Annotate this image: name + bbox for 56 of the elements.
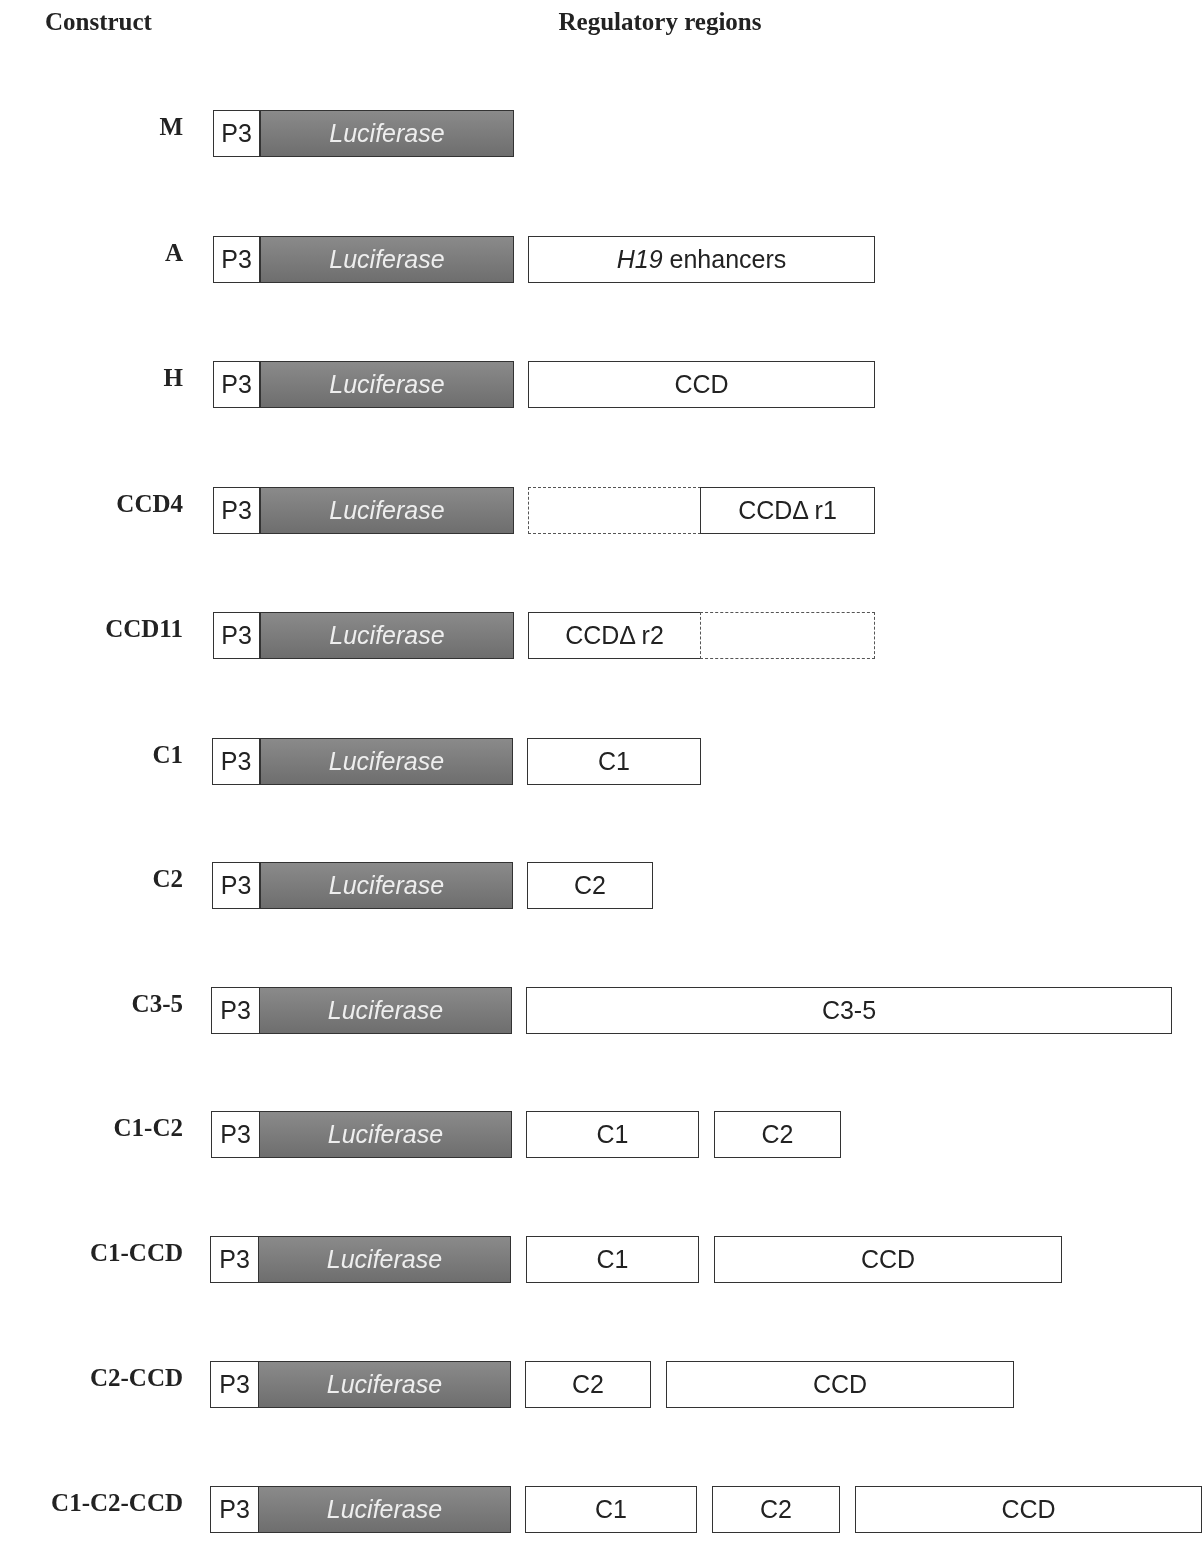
regulatory-region-box: C1 [527,738,701,785]
promoter-box: P3 [210,1236,259,1283]
regulatory-region-box: H19 enhancers [528,236,875,283]
construct-name: C2 [152,865,183,893]
column-heading: Regulatory regions [558,8,762,36]
promoter-box: P3 [212,862,260,909]
regulatory-region-box: C2 [712,1486,840,1533]
column-heading: Construct [45,8,152,36]
regulatory-region-box: CCD [666,1361,1014,1408]
construct-name: C2-CCD [89,1364,183,1392]
promoter-box: P3 [211,1111,260,1158]
luciferase-gene-box: Luciferase [260,487,514,534]
luciferase-gene-box: Luciferase [260,236,514,283]
luciferase-gene-box: Luciferase [258,1236,511,1283]
luciferase-gene-box: Luciferase [258,1361,511,1408]
regulatory-region-box: C1 [526,1236,699,1283]
regulatory-region-box: CCD [855,1486,1202,1533]
luciferase-gene-box: Luciferase [259,987,512,1034]
construct-name: C1-CCD [89,1239,183,1267]
construct-name: M [159,113,183,141]
regulatory-region-box: CCD [714,1236,1062,1283]
regulatory-region-box: CCDΔ r1 [700,487,875,534]
promoter-box: P3 [211,987,260,1034]
construct-name: C1 [152,741,183,769]
luciferase-gene-box: Luciferase [260,862,513,909]
promoter-box: P3 [213,487,260,534]
regulatory-region-box: C3-5 [526,987,1172,1034]
promoter-box: P3 [213,361,260,408]
promoter-box: P3 [213,612,260,659]
construct-name: C1-C2 [113,1114,183,1142]
promoter-box: P3 [210,1361,259,1408]
regulatory-region-box: C2 [714,1111,841,1158]
regulatory-region-box: C2 [525,1361,651,1408]
luciferase-gene-box: Luciferase [260,612,514,659]
luciferase-gene-box: Luciferase [260,738,513,785]
regulatory-region-box: CCDΔ r2 [528,612,701,659]
regulatory-region-box: C2 [527,862,653,909]
luciferase-gene-box: Luciferase [260,361,514,408]
construct-name: H [163,364,183,392]
luciferase-gene-box: Luciferase [259,1111,512,1158]
deleted-region-box [700,612,875,659]
construct-name: CCD11 [105,615,183,643]
luciferase-gene-box: Luciferase [258,1486,511,1533]
luciferase-gene-box: Luciferase [260,110,514,157]
construct-name: A [164,239,183,267]
promoter-box: P3 [213,110,260,157]
deleted-region-box [528,487,701,534]
promoter-box: P3 [212,738,260,785]
regulatory-region-box: CCD [528,361,875,408]
construct-name: C3-5 [131,990,183,1018]
promoter-box: P3 [213,236,260,283]
regulatory-region-box: C1 [526,1111,699,1158]
construct-name: C1-C2-CCD [51,1489,183,1517]
construct-name: CCD4 [116,490,183,518]
regulatory-region-box: C1 [525,1486,697,1533]
promoter-box: P3 [210,1486,259,1533]
